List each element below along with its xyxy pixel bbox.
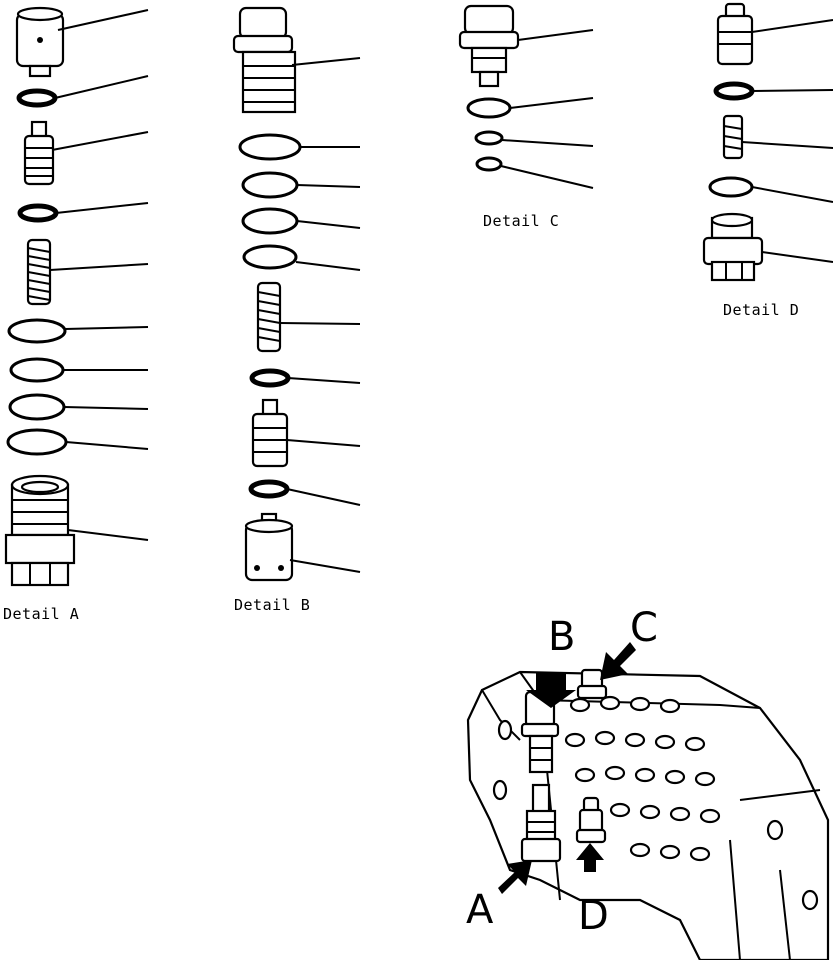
- detail-b-oring-4: [242, 244, 298, 270]
- callout-b: B: [548, 614, 576, 660]
- detail-b-seal-1: [249, 368, 291, 388]
- detail-c-parts: [458, 4, 594, 189]
- detail-a-spool: [23, 120, 55, 186]
- detail-b-spring: [256, 281, 282, 353]
- detail-d-spring: [722, 114, 744, 160]
- arrow-a-icon: [498, 860, 532, 894]
- detail-a-oring-4: [6, 428, 68, 456]
- detail-b-oring-1: [238, 133, 302, 161]
- arrow-b-icon: [526, 672, 576, 708]
- arrow-d-icon: [576, 843, 604, 872]
- callout-a: A: [466, 887, 494, 933]
- valve-assembly: [466, 642, 830, 960]
- detail-c-plug: [458, 4, 520, 88]
- installed-valve-c: [576, 668, 608, 700]
- detail-a-parts: [4, 6, 149, 587]
- detail-a-oring-3: [8, 393, 66, 421]
- detail-b-cap: [244, 512, 294, 582]
- callout-d: D: [578, 893, 609, 939]
- detail-b-spool: [251, 398, 289, 468]
- detail-d-body: [702, 212, 764, 282]
- detail-d-caption: Detail D: [723, 301, 800, 319]
- detail-c-oring-1: [466, 97, 512, 119]
- detail-a-spring: [26, 238, 52, 306]
- detail-a-oring-2: [9, 357, 65, 383]
- detail-b-seal-2: [248, 479, 290, 499]
- detail-a-seal: [16, 88, 58, 108]
- detail-b-oring-3: [241, 207, 299, 235]
- detail-a-oring-1: [7, 318, 67, 344]
- detail-b-plug: [232, 6, 297, 114]
- detail-c-caption: Detail C: [483, 212, 560, 230]
- detail-a-caption: Detail A: [3, 605, 80, 623]
- detail-d-oring: [708, 176, 754, 198]
- detail-d-seal: [713, 81, 755, 101]
- installed-valve-a: [520, 783, 562, 863]
- detail-c-oring-3: [475, 156, 503, 172]
- detail-b-parts: [232, 6, 361, 582]
- detail-c-oring-2: [474, 130, 504, 146]
- detail-a-body: [4, 474, 76, 587]
- block-ports: [492, 695, 819, 911]
- installed-valve-d: [575, 796, 607, 844]
- detail-d-parts: [702, 2, 833, 282]
- detail-a-cap: [15, 6, 65, 78]
- callout-c: C: [630, 605, 658, 651]
- arrow-c-icon: [600, 642, 636, 680]
- detail-d-poppet: [716, 2, 754, 66]
- detail-b-caption: Detail B: [234, 596, 311, 614]
- detail-a-seal-2: [17, 203, 59, 223]
- detail-b-oring-2: [241, 171, 299, 199]
